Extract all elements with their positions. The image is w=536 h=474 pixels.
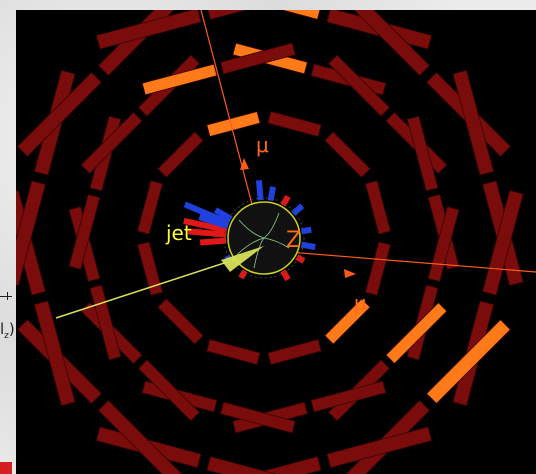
charged-track bbox=[263, 212, 280, 239]
axis-tick-line bbox=[0, 296, 12, 297]
axis-label-close: ) bbox=[8, 320, 15, 338]
axis-label-main: l bbox=[0, 320, 5, 338]
charged-track bbox=[263, 237, 290, 249]
particle-labels: jet Z μ μ bbox=[165, 133, 367, 315]
momentum-arrows bbox=[221, 158, 356, 278]
corner-marker bbox=[0, 462, 12, 474]
calorimeter-tower bbox=[183, 218, 228, 234]
muon-label-lower: μ bbox=[354, 291, 367, 315]
event-display-svg: jet Z μ μ bbox=[16, 10, 536, 474]
muon-chamber bbox=[310, 380, 387, 413]
muon-chamber bbox=[141, 63, 218, 96]
muon-chamber bbox=[364, 180, 391, 235]
muon-label-upper: μ bbox=[256, 133, 269, 157]
muon-chamber bbox=[345, 10, 431, 76]
axis-label-fragment: lz) bbox=[0, 292, 18, 356]
muon-chamber bbox=[326, 426, 433, 469]
muon-chamber bbox=[97, 400, 183, 474]
muon-chamber bbox=[426, 319, 511, 405]
muon-chamber bbox=[220, 401, 296, 434]
z-boson-label: Z bbox=[286, 228, 301, 253]
muon-chamber bbox=[385, 302, 448, 365]
charged-track bbox=[238, 219, 265, 239]
muon-chamber bbox=[137, 241, 164, 296]
jet-label: jet bbox=[165, 221, 192, 245]
muon-chamber bbox=[137, 180, 164, 235]
calorimeter-tower bbox=[214, 207, 233, 222]
calorimeter-tower bbox=[199, 237, 227, 246]
calorimeter-tower bbox=[238, 269, 248, 280]
calorimeter-tower bbox=[291, 203, 305, 216]
muon-chamber bbox=[324, 131, 371, 178]
calorimeter-tower bbox=[198, 214, 229, 230]
muon-chamber bbox=[452, 69, 495, 176]
muon-chamber bbox=[427, 206, 460, 282]
muon-chamber bbox=[80, 111, 143, 174]
calorimeter-tower bbox=[295, 254, 306, 264]
muon-chamber bbox=[157, 298, 204, 345]
axis-tick-mark bbox=[7, 292, 8, 300]
muon-chamber bbox=[137, 359, 200, 422]
muon-chamber bbox=[206, 338, 261, 365]
muon-chamber bbox=[324, 298, 371, 345]
muon-chamber bbox=[17, 71, 102, 157]
muon-chamber bbox=[220, 42, 296, 75]
muon-chamber bbox=[267, 111, 322, 138]
muon-track-lower bbox=[263, 249, 536, 273]
muon-chamber bbox=[157, 131, 204, 178]
axis-label-text: lz) bbox=[0, 320, 15, 341]
muon-arrowhead-lower bbox=[344, 269, 356, 278]
muon-chamber bbox=[206, 10, 312, 20]
muon-chamber bbox=[206, 111, 261, 138]
axis-label-subscript: z bbox=[4, 331, 9, 341]
muon-chamber bbox=[16, 180, 46, 286]
calorimeter-tower bbox=[300, 226, 312, 235]
calorimeter-tower bbox=[255, 179, 264, 201]
muon-chamber bbox=[33, 300, 76, 407]
muon-chamber bbox=[216, 10, 322, 20]
inner-tracker bbox=[183, 179, 316, 282]
jet-cone bbox=[221, 246, 264, 272]
muon-chamber bbox=[68, 194, 101, 270]
calorimeter-tower bbox=[183, 201, 231, 226]
muon-chamber bbox=[406, 115, 439, 192]
event-display: jet Z μ μ bbox=[16, 10, 536, 474]
muon-chambers bbox=[16, 10, 524, 474]
muon-chamber bbox=[364, 241, 391, 296]
calorimeter-tower bbox=[280, 194, 291, 207]
muon-chamber bbox=[95, 10, 202, 50]
muon-chamber bbox=[328, 54, 391, 117]
muon-chamber bbox=[216, 456, 322, 474]
calorimeter-tower bbox=[188, 228, 227, 238]
muon-chamber bbox=[206, 456, 312, 474]
calorimeter-ring bbox=[223, 197, 305, 279]
muon-chamber bbox=[267, 338, 322, 365]
muon-arrowhead-upper bbox=[240, 158, 249, 170]
